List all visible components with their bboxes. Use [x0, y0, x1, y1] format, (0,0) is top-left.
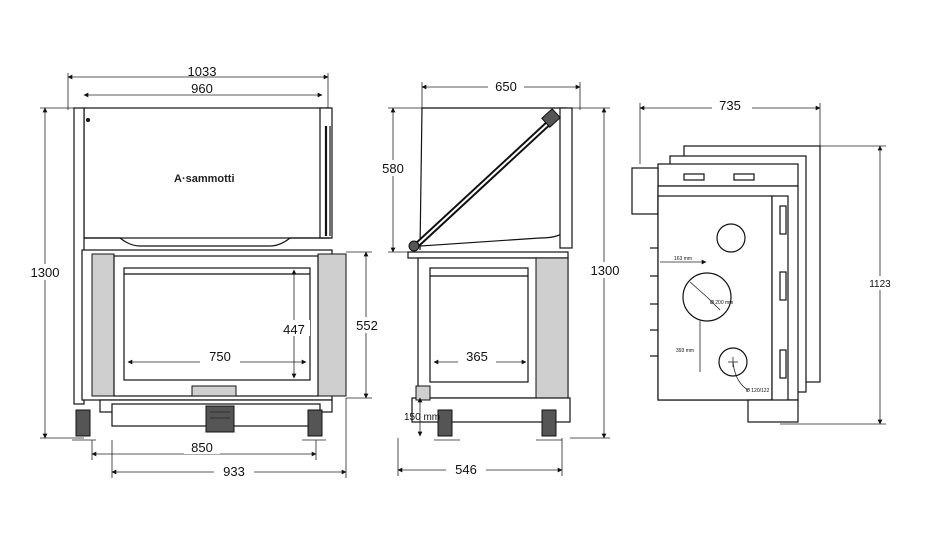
- front-view: 1033 960 1300 A·sammotti: [24, 64, 382, 480]
- top-back-panel: [657, 195, 773, 401]
- note-bottom: Ø 120/122: [746, 388, 770, 394]
- lower-hole: [718, 347, 748, 377]
- dim-front-outer-width: 1033: [188, 64, 217, 79]
- dim-top-height: 1123: [869, 279, 891, 290]
- brand-logo: A·sammotti: [174, 173, 235, 185]
- front-foot-right: [307, 409, 323, 437]
- dim-side-height: 1300: [591, 263, 620, 278]
- front-hood: [83, 107, 331, 239]
- dim-hood-height: 580: [382, 161, 404, 176]
- dim-front-height: 1300: [31, 265, 60, 280]
- note-393: 393 mm: [676, 348, 694, 354]
- dim-base-depth: 546: [455, 462, 477, 477]
- top-view: 735 1123 163: [631, 97, 896, 425]
- air-inlet-hole: [716, 223, 746, 253]
- side-foot-right: [541, 409, 557, 437]
- dim-glass-height: 447: [283, 322, 305, 337]
- dim-foot-height: 150 mm: [404, 412, 440, 423]
- dim-front-frame-width: 960: [191, 81, 213, 96]
- side-view: 650 580 1300 365 150 mm: [376, 78, 624, 478]
- dim-total-width: 933: [223, 464, 245, 479]
- note-200: Ø 200 mm: [710, 300, 733, 306]
- dim-opening-height: 552: [356, 318, 378, 333]
- air-control-box: [205, 405, 235, 433]
- side-glass: [429, 267, 529, 383]
- flue-hole: [682, 272, 732, 322]
- dim-side-depth: 650: [495, 79, 517, 94]
- dim-glass-width: 750: [209, 349, 231, 364]
- side-foot-left: [437, 409, 453, 437]
- dim-glass-depth: 365: [466, 349, 488, 364]
- dim-top-width: 735: [719, 98, 741, 113]
- note-163: 163 mm: [674, 256, 692, 262]
- front-foot-left: [75, 409, 91, 437]
- dim-base-width: 850: [191, 440, 213, 455]
